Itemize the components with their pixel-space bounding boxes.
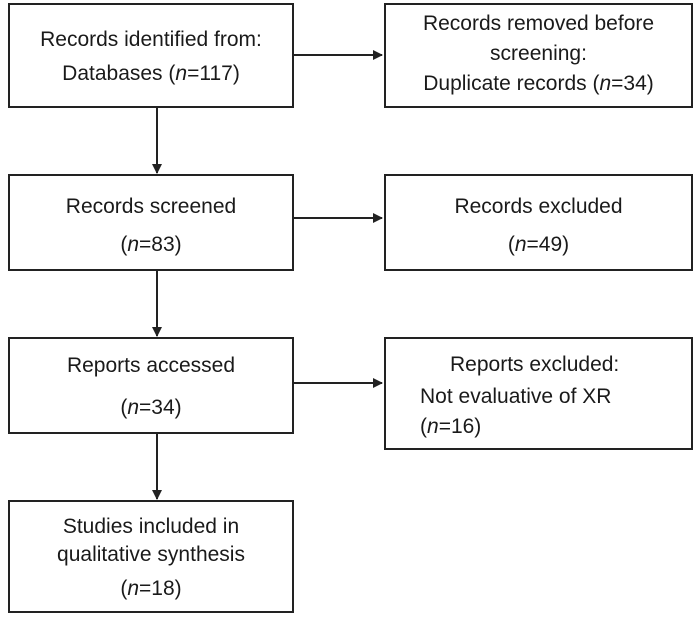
removed-title-line1: Records removed before [422,12,655,35]
reports-excluded-title: Reports excluded: [450,353,620,376]
included-count: (n=18) [120,577,182,600]
included-title-line1: Studies included in [62,515,240,538]
box-records-identified: Records identified from: Databases (n=11… [8,3,294,108]
identified-title: Records identified from: [40,28,262,51]
screened-count: (n=83) [120,233,182,256]
box-reports-accessed: Reports accessed (n=34) [8,337,294,434]
accessed-title: Reports accessed [66,354,236,377]
reports-excluded-count: (n=16) [420,415,482,438]
box-records-screened: Records screened (n=83) [8,174,294,271]
accessed-count: (n=34) [120,396,182,419]
box-reports-excluded: Reports excluded: Not evaluative of XR (… [384,337,693,450]
excluded-title: Records excluded [454,195,623,218]
box-studies-included: Studies included in qualitative synthesi… [8,500,294,613]
removed-title-line2: screening: [490,42,587,65]
identified-detail: Databases (n=117) [62,62,240,85]
excluded-count: (n=49) [507,233,570,256]
screened-title: Records screened [65,195,237,218]
removed-detail: Duplicate records (n=34) [423,72,654,95]
box-records-removed: Records removed before screening: Duplic… [384,3,693,108]
included-title-line2: qualitative synthesis [57,543,245,566]
box-records-excluded: Records excluded (n=49) [384,174,693,271]
reports-excluded-reason: Not evaluative of XR [420,385,612,408]
